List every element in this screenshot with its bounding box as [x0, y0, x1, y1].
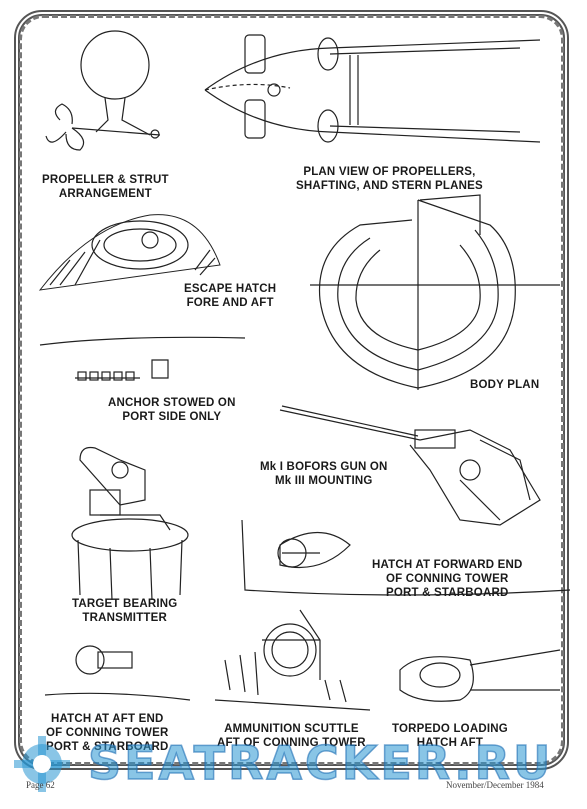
anchor-drawing: [39, 336, 246, 381]
caption-hatch-forward: HATCH AT FORWARD END OF CONNING TOWER PO…: [372, 559, 523, 599]
watermark-text: SEATRACKER.RU: [87, 735, 554, 791]
caption-bofors: Mk I BOFORS GUN ON Mk III MOUNTING: [260, 461, 388, 487]
caption-torpedo: TORPEDO LOADING HATCH AFT: [392, 723, 508, 749]
plan-view-drawing: [204, 34, 541, 143]
caption-escape-hatch: ESCAPE HATCH FORE AND AFT: [184, 283, 277, 309]
hatch-forward-drawing: [241, 519, 571, 596]
escape-hatch-drawing: [38, 214, 221, 291]
caption-propeller-strut: PROPELLER & STRUT ARRANGEMENT: [42, 174, 169, 200]
caption-hatch-aft: HATCH AT AFT END OF CONNING TOWER PORT &…: [46, 713, 169, 753]
ammunition-scuttle-drawing: [214, 609, 371, 711]
propeller-strut-drawing: [45, 30, 161, 151]
caption-target-bearing: TARGET BEARING TRANSMITTER: [72, 598, 178, 624]
body-plan-drawing: [310, 194, 560, 390]
page-number: Page 62: [26, 780, 55, 790]
bofors-drawing: [279, 405, 541, 526]
caption-body-plan: BODY PLAN: [470, 379, 540, 391]
issue-date: November/December 1984: [446, 780, 544, 790]
watermark-gear-icon: [14, 736, 70, 792]
rope-border: [14, 10, 569, 770]
torpedo-hatch-drawing: [399, 649, 561, 702]
target-bearing-drawing: [71, 446, 189, 601]
caption-plan-view: PLAN VIEW OF PROPELLERS, SHAFTING, AND S…: [296, 166, 483, 192]
caption-anchor: ANCHOR STOWED ON PORT SIDE ONLY: [108, 397, 236, 423]
caption-ammunition: AMMUNITION SCUTTLE AFT OF CONNING TOWER: [217, 723, 366, 749]
hatch-aft-drawing: [44, 645, 191, 701]
rope-border-inner: [19, 15, 564, 765]
